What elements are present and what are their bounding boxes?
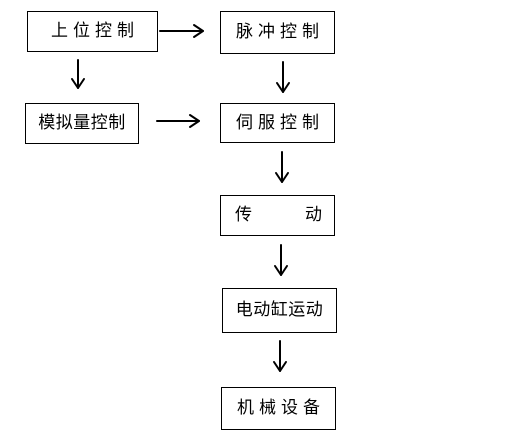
node-cylinder-motion-label: 电动缸运动 — [235, 300, 324, 320]
arrow-pulse-to-servo — [276, 61, 290, 93]
node-analog-control-label: 模拟量控制 — [38, 113, 126, 133]
node-pulse-control: 脉冲控制 — [220, 11, 335, 54]
arrow-transmission-to-cylinder — [274, 244, 288, 276]
node-host-control: 上位控制 — [27, 11, 158, 52]
node-servo-control: 伺服控制 — [220, 103, 335, 143]
node-servo-control-label: 伺服控制 — [236, 112, 324, 133]
arrow-cylinder-to-equipment — [273, 340, 287, 372]
arrow-analog-to-servo — [156, 114, 200, 128]
node-equipment-label: 机械设备 — [237, 398, 325, 418]
node-equipment: 机械设备 — [221, 387, 336, 430]
node-transmission-left-label: 传 — [235, 205, 252, 225]
node-pulse-control-label: 脉冲控制 — [236, 22, 324, 42]
node-cylinder-motion: 电动缸运动 — [222, 288, 337, 333]
node-transmission: 传 动 — [220, 195, 335, 236]
node-analog-control: 模拟量控制 — [25, 103, 139, 144]
node-host-control-label: 上位控制 — [51, 21, 139, 41]
arrow-host-to-pulse — [159, 24, 204, 38]
node-transmission-right-label: 动 — [305, 205, 322, 225]
arrow-host-to-analog — [71, 59, 85, 89]
arrow-servo-to-transmission — [275, 151, 289, 183]
